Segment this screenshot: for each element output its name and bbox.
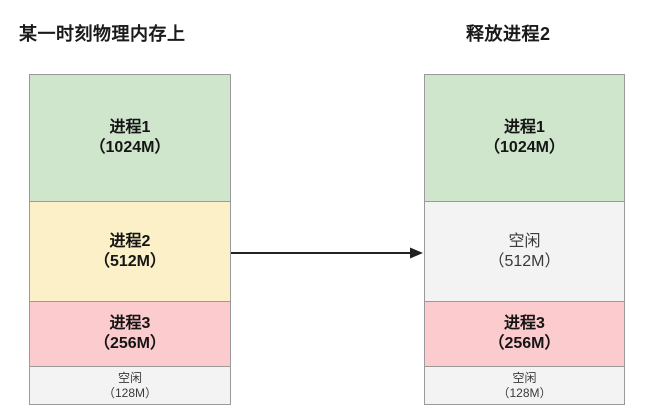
memory-block-size: （512M）	[488, 252, 561, 270]
memory-block-name: 空闲	[508, 232, 541, 250]
memory-block-free-512[interactable]: 空闲 （512M）	[425, 202, 624, 302]
memory-column-before: 进程1 （1024M） 进程2 （512M） 进程3 （256M） 空闲 （12…	[29, 74, 231, 405]
memory-column-after: 进程1 （1024M） 空闲 （512M） 进程3 （256M） 空闲 （128…	[424, 74, 625, 405]
memory-block-process3[interactable]: 进程3 （256M）	[30, 302, 230, 367]
memory-block-size: （128M）	[102, 385, 158, 400]
memory-block-name: 空闲	[117, 370, 142, 385]
memory-block-name: 进程2	[109, 232, 151, 250]
memory-block-process1[interactable]: 进程1 （1024M）	[30, 75, 230, 202]
memory-block-size: （512M）	[93, 252, 167, 270]
memory-block-name: 进程1	[504, 119, 545, 136]
memory-block-free-128[interactable]: 空闲 （128M）	[425, 367, 624, 404]
memory-block-process1[interactable]: 进程1 （1024M）	[425, 75, 624, 202]
memory-block-name: 空闲	[512, 370, 537, 385]
memory-block-process2[interactable]: 进程2 （512M）	[30, 202, 230, 302]
memory-block-process3[interactable]: 进程3 （256M）	[425, 302, 624, 367]
right-panel-title: 释放进程2	[466, 24, 551, 44]
memory-block-size: （1024M）	[89, 139, 171, 156]
memory-block-name: 进程3	[504, 315, 545, 332]
memory-block-name: 进程1	[109, 119, 151, 136]
memory-block-size: （128M）	[497, 385, 552, 400]
left-panel-title: 某一时刻物理内存上	[19, 24, 186, 44]
memory-block-name: 进程3	[109, 315, 151, 332]
arrow-right-icon	[231, 240, 424, 266]
memory-block-free-128[interactable]: 空闲 （128M）	[30, 367, 230, 404]
memory-block-size: （256M）	[488, 335, 561, 352]
memory-block-size: （1024M）	[484, 139, 565, 156]
memory-block-size: （256M）	[93, 335, 167, 352]
